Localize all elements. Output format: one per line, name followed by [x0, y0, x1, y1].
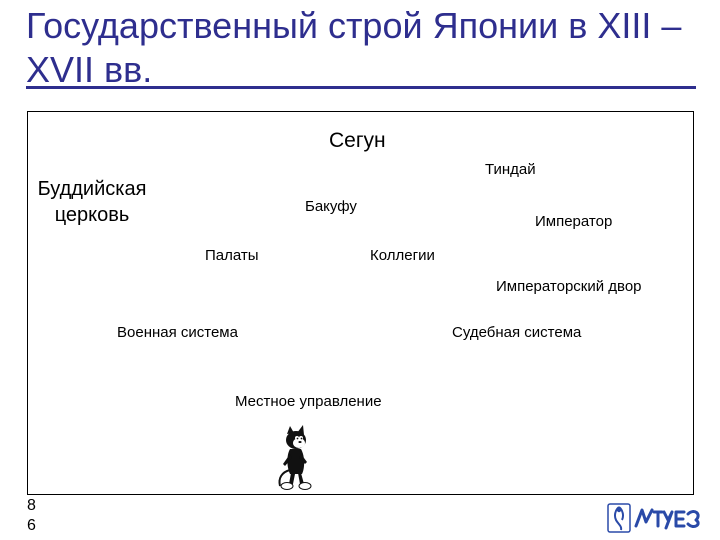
diagram-frame: [27, 111, 694, 495]
vguas-logo: [607, 503, 700, 533]
label-buddhist-church: Буддийская церковь: [37, 178, 147, 226]
label-chambers: Палаты: [205, 247, 259, 264]
label-segun: Сегун: [329, 129, 386, 152]
label-emperor: Император: [535, 213, 613, 230]
label-military-system: Военная система: [117, 324, 238, 341]
label-judicial-system: Судебная система: [452, 324, 582, 341]
cartoon-cat-icon: [278, 425, 312, 490]
label-local-government: Местное управление: [235, 393, 382, 410]
title-underline: [26, 86, 696, 89]
page-number: 8 6: [27, 497, 36, 534]
label-collegia: Коллегии: [370, 247, 435, 264]
label-imperial-court: Императорский двор: [496, 278, 642, 295]
label-bakufu: Бакуфу: [305, 198, 357, 215]
label-tindai: Тиндай: [485, 161, 536, 178]
slide-title: Государственный строй Японии в XIII – XV…: [26, 5, 682, 90]
